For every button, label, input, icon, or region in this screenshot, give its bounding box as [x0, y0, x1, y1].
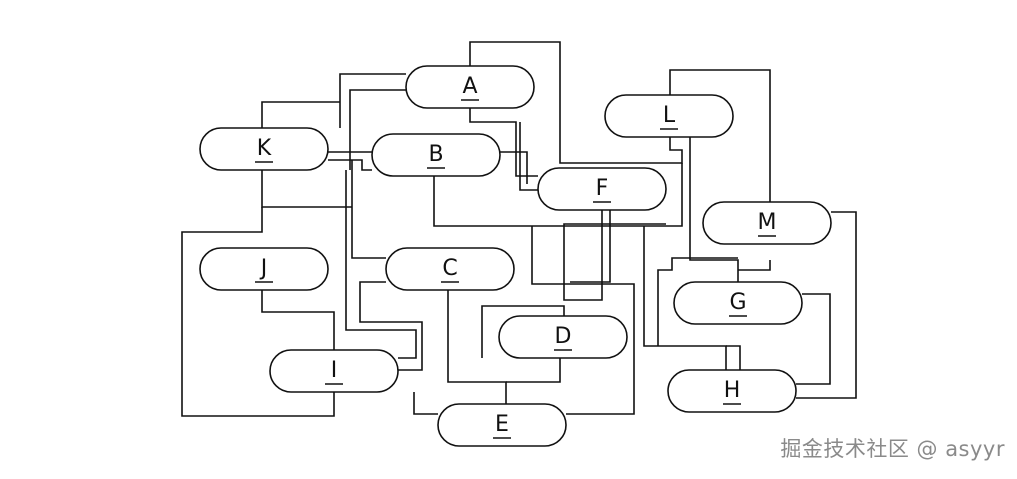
connector-line	[339, 73, 406, 128]
node-f: F	[537, 167, 667, 211]
node-h: H	[667, 369, 797, 413]
node-capsule	[199, 127, 329, 171]
node-label: K	[257, 136, 272, 161]
node-capsule	[269, 349, 399, 393]
node-c: C	[385, 247, 515, 291]
connector-line	[261, 101, 340, 128]
node-capsule	[498, 315, 628, 359]
connector-line	[689, 137, 739, 282]
node-capsule	[437, 403, 567, 447]
node-label: E	[495, 412, 509, 437]
node-i: I	[269, 349, 399, 393]
watermark: 掘金技术社区 @ asyyr	[780, 437, 1005, 461]
node-capsule	[199, 247, 329, 291]
node-m: M	[702, 201, 832, 245]
connector-line	[796, 293, 831, 385]
connector-line	[469, 108, 538, 177]
connector-line	[506, 358, 561, 383]
connector-line	[531, 226, 635, 415]
node-capsule	[702, 201, 832, 245]
node-capsule	[604, 94, 734, 138]
connector-line	[726, 345, 741, 370]
node-b: B	[371, 133, 501, 177]
connector-line	[447, 290, 507, 404]
connector-line	[261, 290, 335, 350]
node-capsule	[371, 133, 501, 177]
connector-line	[351, 160, 386, 259]
connector-line	[500, 151, 528, 184]
connector-line	[563, 210, 666, 301]
connector-line	[433, 163, 683, 227]
connector-line	[413, 392, 438, 415]
node-label: J	[259, 256, 268, 281]
node-capsule	[385, 247, 515, 291]
connector-line	[359, 281, 423, 371]
node-k: K	[199, 127, 329, 171]
node-g: G	[673, 281, 803, 325]
node-label: D	[555, 324, 572, 349]
node-label: B	[428, 142, 443, 167]
node-label: A	[462, 74, 477, 99]
node-label: F	[596, 176, 609, 201]
node-capsule	[537, 167, 667, 211]
connector-line	[669, 69, 771, 202]
connector-line	[643, 226, 727, 370]
connector-line	[345, 170, 417, 359]
node-label: I	[331, 358, 338, 383]
node-label: C	[442, 256, 457, 281]
connector-line	[181, 207, 335, 417]
node-e: E	[437, 403, 567, 447]
node-label: G	[729, 290, 746, 315]
node-label: H	[724, 378, 741, 403]
node-group: A B C D E F G H I J K L M	[199, 65, 832, 447]
connector-line	[519, 122, 538, 191]
node-label: L	[663, 103, 676, 128]
connector-line	[657, 257, 738, 346]
node-label: M	[758, 210, 777, 235]
connector-line	[469, 41, 683, 164]
node-l: L	[604, 94, 734, 138]
node-a: A	[405, 65, 535, 109]
connector-line	[481, 305, 565, 358]
node-capsule	[405, 65, 535, 109]
connector-line	[738, 260, 771, 271]
node-capsule	[673, 281, 803, 325]
node-capsule	[667, 369, 797, 413]
node-j: J	[199, 247, 329, 291]
node-d: D	[498, 315, 628, 359]
connector-line	[796, 211, 857, 399]
connection-lines	[181, 41, 857, 417]
connector-line	[328, 159, 372, 171]
connector-line	[570, 210, 611, 283]
connector-line	[349, 89, 406, 170]
connector-line	[261, 170, 352, 208]
